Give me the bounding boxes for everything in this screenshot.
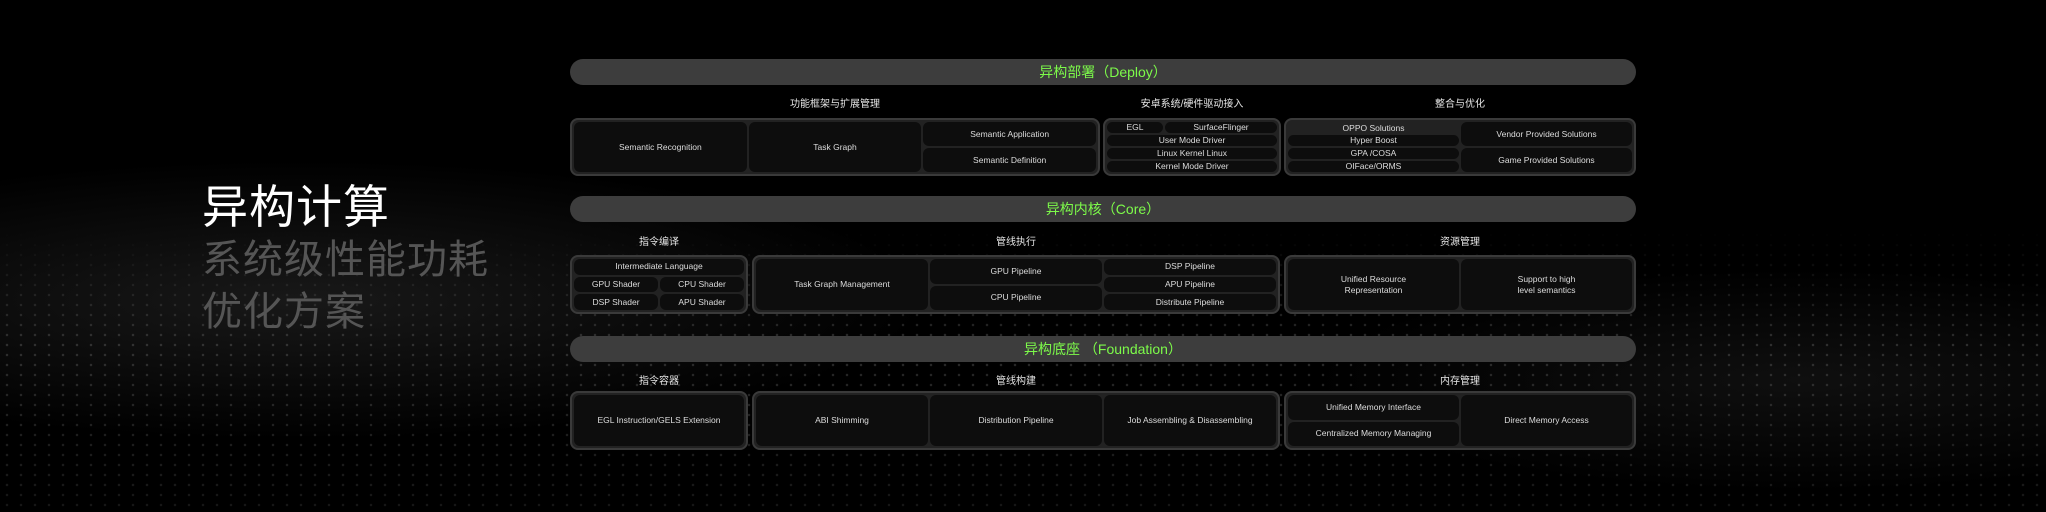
centralized-memory-managing: Centralized Memory Managing <box>1288 421 1459 446</box>
linux-kernel: Linux Kernel Linux <box>1107 148 1277 159</box>
foundation-bar: 异构底座 （Foundation） <box>570 336 1636 362</box>
core-header-pipeline: 管线执行 <box>996 237 1036 248</box>
distribution-pipeline: Distribution Pipeline <box>930 395 1102 446</box>
deploy-bar: 异构部署（Deploy） <box>570 59 1636 85</box>
unified-memory-interface: Unified Memory Interface <box>1288 395 1459 420</box>
hero: 异构计算 系统级性能功耗 优化方案 <box>202 180 489 338</box>
integration-group: OPPO Solutions Vendor Provided Solutions… <box>1284 118 1636 176</box>
hero-title: 异构计算 <box>202 181 390 233</box>
core-header-compile: 指令编译 <box>639 237 679 248</box>
abi-shimming: ABI Shimming <box>756 395 928 446</box>
semantic-application: Semantic Application <box>923 122 1096 146</box>
intermediate-language: Intermediate Language <box>574 259 744 275</box>
foundation-header-memory: 内存管理 <box>1440 376 1480 387</box>
cpu-pipeline: CPU Pipeline <box>930 285 1102 310</box>
egl: EGL <box>1107 122 1163 133</box>
gpu-shader: GPU Shader <box>574 276 658 293</box>
core-bar: 异构内核（Core） <box>570 196 1636 222</box>
direct-memory-access: Direct Memory Access <box>1461 395 1632 446</box>
high-level-semantics: Support to high level semantics <box>1461 259 1632 310</box>
hero-subtitle-1: 系统级性能功耗 <box>202 238 489 282</box>
hero-subtitle-2: 优化方案 <box>202 290 366 334</box>
apu-pipeline: APU Pipeline <box>1104 276 1276 293</box>
gpu-pipeline: GPU Pipeline <box>930 259 1102 284</box>
game-solutions: Game Provided Solutions <box>1461 148 1632 172</box>
task-graph-management: Task Graph Management <box>756 259 928 310</box>
surfaceflinger: SurfaceFlinger <box>1165 122 1277 133</box>
build-group: ABI Shimming Distribution Pipeline Job A… <box>752 391 1280 450</box>
gpa-cosa: GPA /COSA <box>1288 148 1459 159</box>
vendor-solutions: Vendor Provided Solutions <box>1461 122 1632 146</box>
kernel-mode-driver: Kernel Mode Driver <box>1107 161 1277 172</box>
deploy-header-integration: 整合与优化 <box>1435 99 1485 110</box>
unified-resource-representation: Unified Resource Representation <box>1288 259 1459 310</box>
job-assembling: Job Assembling & Disassembling <box>1104 395 1276 446</box>
distribute-pipeline: Distribute Pipeline <box>1104 294 1276 310</box>
deploy-header-android: 安卓系统/硬件驱动接入 <box>1140 99 1244 110</box>
oiface-orms: OIFace/ORMS <box>1288 161 1459 172</box>
user-mode-driver: User Mode Driver <box>1107 135 1277 146</box>
semantic-recognition: Semantic Recognition <box>574 122 747 172</box>
core-header-resource: 资源管理 <box>1440 237 1480 248</box>
resource-group: Unified Resource Representation Support … <box>1284 255 1636 314</box>
task-graph: Task Graph <box>748 122 922 172</box>
container-group: EGL Instruction/GELS Extension <box>570 391 748 450</box>
pipeline-group: Task Graph Management GPU Pipeline CPU P… <box>752 255 1280 314</box>
egl-instruction: EGL Instruction/GELS Extension <box>574 395 744 446</box>
deploy-header-framework: 功能框架与扩展管理 <box>790 99 880 110</box>
cpu-shader: CPU Shader <box>660 276 744 293</box>
android-group: EGL SurfaceFlinger User Mode Driver Linu… <box>1103 118 1281 176</box>
semantic-definition: Semantic Definition <box>923 148 1096 172</box>
dsp-pipeline: DSP Pipeline <box>1104 259 1276 275</box>
framework-group: Semantic Recognition Task Graph Semantic… <box>570 118 1100 176</box>
memory-group: Unified Memory Interface Direct Memory A… <box>1284 391 1636 450</box>
dsp-shader: DSP Shader <box>574 294 658 310</box>
compile-group: Intermediate Language GPU Shader CPU Sha… <box>570 255 748 314</box>
hyper-boost: Hyper Boost <box>1288 135 1459 146</box>
apu-shader: APU Shader <box>660 294 744 310</box>
oppo-solutions-label: OPPO Solutions <box>1342 122 1405 133</box>
foundation-header-container: 指令容器 <box>639 376 679 387</box>
foundation-header-build: 管线构建 <box>996 376 1036 387</box>
